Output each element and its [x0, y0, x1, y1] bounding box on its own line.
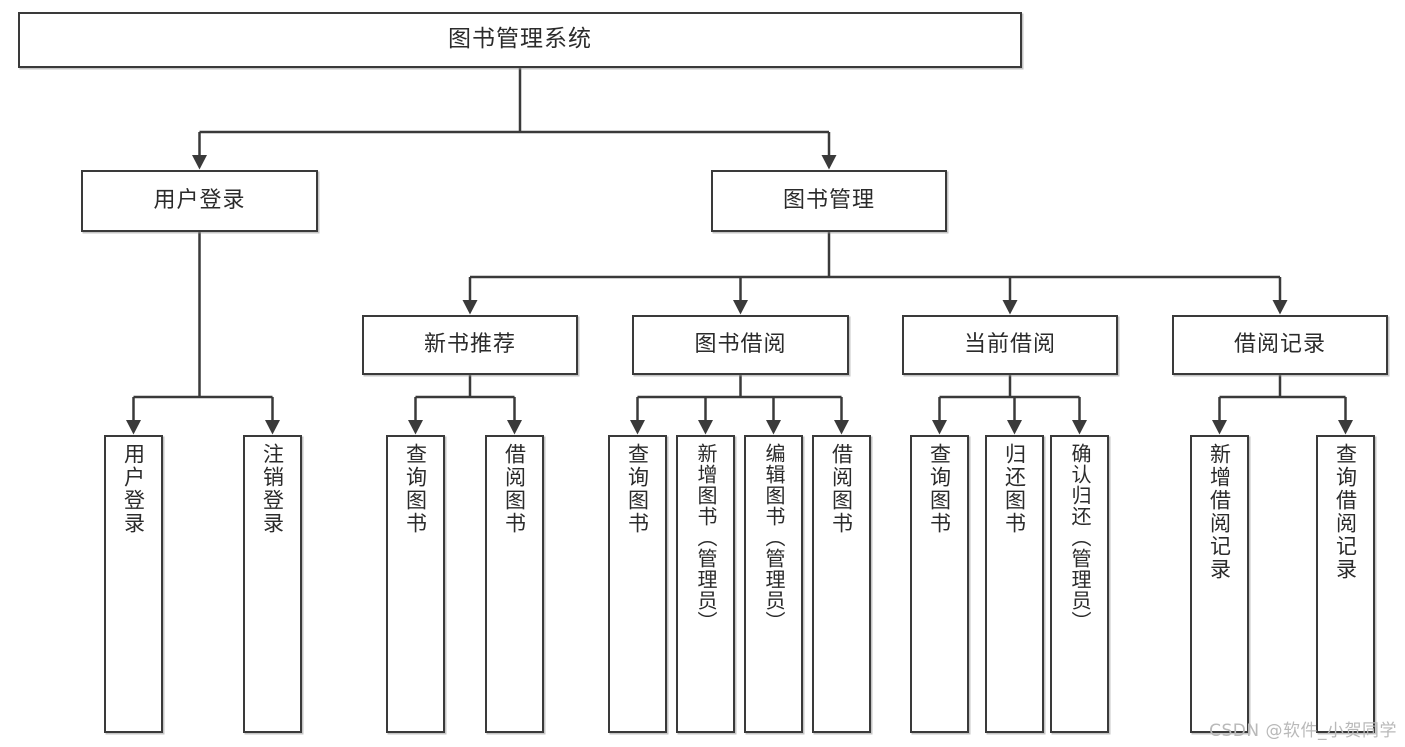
node-box-book-manage: 图书管理 [711, 170, 947, 232]
node-box-new-book-rec: 新书推荐 [362, 315, 578, 375]
node-label-new-book-rec: 新书推荐 [423, 331, 516, 357]
node-label-current-borrow: 当前借阅 [963, 331, 1056, 357]
node-label-book-manage: 图书管理 [782, 187, 875, 213]
node-box-leaf-edit-book: 编辑图书（管理员） [744, 435, 803, 733]
node-box-leaf-query-record: 查询借阅记录 [1316, 435, 1375, 733]
arrowhead-leaf-add-record [1212, 420, 1227, 435]
node-box-leaf-add-book: 新增图书（管理员） [676, 435, 735, 733]
arrowhead-leaf-query-book-c [932, 420, 947, 435]
node-label-user-login: 用户登录 [153, 187, 246, 213]
arrowhead-leaf-add-book [698, 420, 713, 435]
node-label-leaf-user-login: 用户登录 [121, 443, 146, 535]
arrowhead-leaf-query-record [1338, 420, 1353, 435]
arrowhead-leaf-borrow-book-b [834, 420, 849, 435]
arrowhead-leaf-borrow-book-rec [507, 420, 522, 435]
arrowhead-leaf-user-login [126, 420, 141, 435]
node-label-leaf-confirm-return: 确认归还（管理员） [1068, 443, 1092, 632]
node-box-leaf-query-book-b: 查询图书 [608, 435, 667, 733]
node-box-current-borrow: 当前借阅 [902, 315, 1118, 375]
arrowhead-leaf-return-book [1007, 420, 1022, 435]
node-label-leaf-query-book-b: 查询图书 [625, 443, 650, 535]
node-box-leaf-borrow-book-b: 借阅图书 [812, 435, 871, 733]
node-label-book-borrow: 图书借阅 [694, 331, 787, 357]
node-box-leaf-query-book-c: 查询图书 [910, 435, 969, 733]
arrowhead-new-book-rec [462, 300, 478, 315]
arrowhead-borrow-record [1272, 300, 1288, 315]
arrowhead-leaf-query-book-rec [408, 420, 423, 435]
node-box-leaf-borrow-book-rec: 借阅图书 [485, 435, 544, 733]
node-label-leaf-edit-book: 编辑图书（管理员） [762, 443, 786, 632]
node-label-leaf-borrow-book-b: 借阅图书 [829, 443, 854, 535]
node-box-book-borrow: 图书借阅 [632, 315, 849, 375]
arrowhead-current-borrow [1002, 300, 1018, 315]
node-box-leaf-confirm-return: 确认归还（管理员） [1050, 435, 1109, 733]
node-label-borrow-record: 借阅记录 [1233, 331, 1326, 357]
node-label-leaf-query-record: 查询借阅记录 [1333, 443, 1358, 581]
node-label-leaf-add-book: 新增图书（管理员） [694, 443, 718, 632]
arrowhead-book-borrow [733, 300, 748, 315]
node-box-borrow-record: 借阅记录 [1172, 315, 1388, 375]
node-box-leaf-return-book: 归还图书 [985, 435, 1044, 733]
arrowhead-leaf-confirm-return [1072, 420, 1087, 435]
node-box-leaf-user-login: 用户登录 [104, 435, 163, 733]
node-box-user-login: 用户登录 [81, 170, 318, 232]
node-label-leaf-add-record: 新增借阅记录 [1207, 443, 1232, 581]
arrowhead-leaf-query-book-b [630, 420, 645, 435]
node-label-leaf-query-book-rec: 查询图书 [403, 443, 428, 535]
arrowhead-leaf-edit-book [766, 420, 781, 435]
node-box-leaf-user-logout: 注销登录 [243, 435, 302, 733]
watermark-text: CSDN @软件_小贺同学 [1209, 721, 1397, 741]
node-label-leaf-user-logout: 注销登录 [260, 443, 285, 535]
arrowhead-book-manage [821, 155, 837, 170]
arrowhead-user-login [192, 155, 207, 170]
node-label-leaf-return-book: 归还图书 [1002, 443, 1027, 535]
node-label-leaf-borrow-book-rec: 借阅图书 [502, 443, 527, 535]
node-label-root: 图书管理系统 [448, 26, 592, 53]
arrowhead-leaf-user-logout [265, 420, 280, 435]
node-box-leaf-query-book-rec: 查询图书 [386, 435, 445, 733]
node-box-leaf-add-record: 新增借阅记录 [1190, 435, 1249, 733]
node-box-root: 图书管理系统 [18, 12, 1022, 68]
node-label-leaf-query-book-c: 查询图书 [927, 443, 952, 535]
